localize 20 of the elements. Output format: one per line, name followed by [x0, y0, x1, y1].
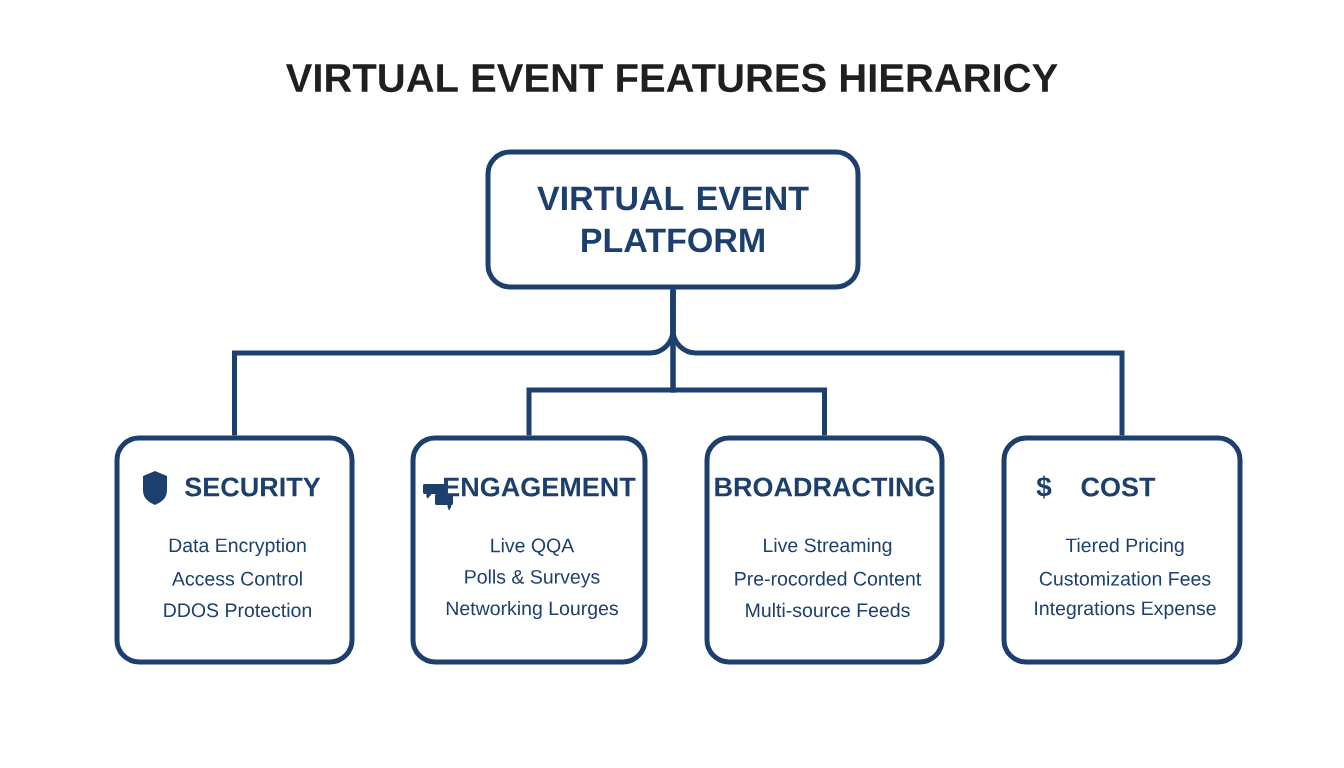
list-item: Integrations Expense: [1035, 600, 1216, 620]
list-item: Polls & Surveys: [465, 569, 600, 588]
list-item: Customization Fees: [1039, 571, 1211, 586]
heading: ENGAGEMENT: [444, 477, 636, 497]
heading: SECURITY: [185, 477, 321, 497]
heading: COST: [1081, 477, 1156, 497]
list-item: Data Encryption: [169, 537, 306, 557]
list-item: Tiered Pricing: [1065, 537, 1184, 557]
list-item: Access Control: [172, 571, 302, 586]
list-item: Pre-rocorded Content: [735, 571, 922, 586]
list-item: Live QQA: [491, 538, 575, 556]
list-item: DDOS Protection: [164, 602, 311, 618]
connector: [670, 289, 1125, 436]
node-title: VIRTUAL EVENT PLATFORM: [537, 186, 809, 253]
dollar-sign: $: [1036, 475, 1052, 499]
title: VIRTUAL EVENT FEATURES HIERARICY: [285, 63, 1058, 93]
list-item: Multi-source Feeds: [746, 602, 910, 618]
list-item: Live Streaming: [764, 537, 892, 557]
heading: BROADRACTING: [715, 477, 934, 497]
list-item: Networking Lourges: [446, 600, 618, 620]
